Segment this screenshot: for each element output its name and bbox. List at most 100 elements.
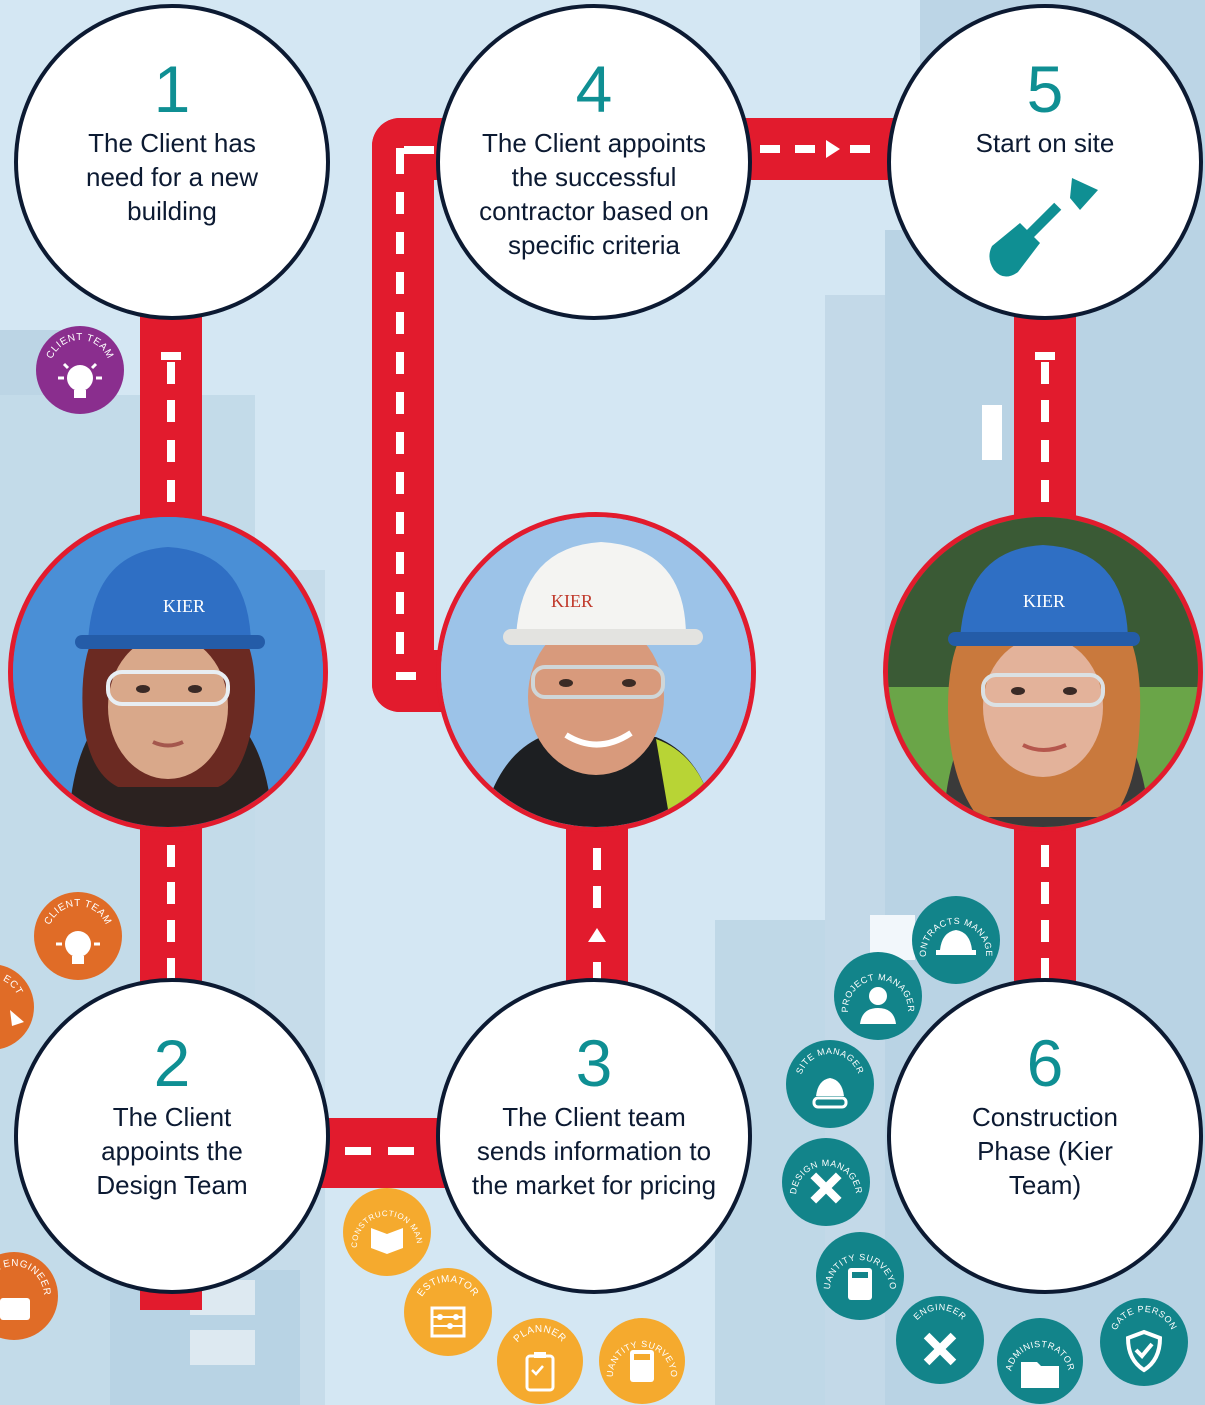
architect-badge: ECT [0,964,34,1050]
team-member-photo-1: KIER [8,512,328,832]
badge-label: CLIENT TEAM [43,898,113,927]
badge-label: CLIENT TEAM [45,332,115,361]
road-dash [760,145,780,153]
planner-badge: PLANNER [497,1318,583,1404]
lightbulb-icon [56,931,100,964]
project-manager-badge: PROJECT MANAGER [834,952,922,1040]
svg-text:CLIENT TEAM: CLIENT TEAM [45,332,116,361]
person-woman-illustration: KIER [13,517,323,827]
precon-manager-badge: PRE-CONSTRUCTION MANAGER [340,1181,431,1276]
road-dash [396,632,404,654]
road-dash [167,440,175,462]
background-window [190,1330,255,1365]
road-dash [167,920,175,942]
contracts-manager-badge: CONTRACTS MANAGER [908,888,1000,984]
step-4-circle: 4 The Client appoints the successful con… [436,4,752,320]
svg-text:ENGINEER: ENGINEER [912,1302,969,1322]
step-description: The Client appoints the successful contr… [479,128,709,260]
team-member-photo-2: KIER [436,512,756,832]
road-dash [167,882,175,904]
step-1-circle: 1 The Client has need for a new building [14,4,330,320]
helmet-logo-text: KIER [1023,591,1065,611]
site-manager-badge: SITE MANAGER [786,1040,874,1128]
step-number: 2 [153,1026,191,1100]
gate-person-badge: GATE PERSON [1100,1298,1188,1386]
svg-text:SITE MANAGER: SITE MANAGER [794,1046,866,1076]
svg-text:ECT: ECT [1,973,25,997]
road-dash [167,400,175,422]
pencil-ruler-icon [810,1172,842,1204]
road-dash [396,432,404,454]
lightbulb-icon [58,362,102,398]
road-dash [404,146,434,154]
shovel-icon [989,178,1098,277]
quantity-surveyor-badge: QUANTITY SURVEYOR [595,1310,685,1404]
hard-hat-icon [940,930,972,950]
client-team-badge: CLIENT TEAM [36,326,124,414]
step-description: Start on site [975,128,1115,158]
road-dash [1041,400,1049,422]
calculator-icon [630,1350,654,1382]
road-dash [388,1147,414,1155]
road-dash [1041,882,1049,904]
road-arrow-marker [1035,352,1055,360]
clipboard-icon [525,1352,555,1392]
badge-label: ESTIMATOR [415,1274,480,1299]
team-member-photo-3: KIER [883,512,1203,832]
badge-label: SITE MANAGER [794,1046,865,1076]
calculator-icon [848,1268,872,1300]
step-description: Construction Phase (Kier Team) [972,1102,1118,1200]
badge-label: RA ENGINEER [0,1258,52,1296]
road-dash [1041,920,1049,942]
badge-label: ENGINEER [912,1302,968,1322]
step-number: 1 [153,52,191,126]
step-2-circle: 2 The Client appoints the Design Team [14,978,330,1294]
road-dash [1041,958,1049,980]
road-dash [396,192,404,214]
step-description: The Client appoints the Design Team [96,1102,248,1200]
road-dash [593,886,601,908]
road-dash [396,592,404,614]
engineer-badge: RA ENGINEER [0,1252,58,1340]
road-dash [795,145,815,153]
person-man-illustration: KIER [441,517,751,827]
safety-helmet-icon [812,1078,848,1109]
badge-label: GATE PERSON [1109,1304,1178,1332]
step-number: 6 [1026,1026,1064,1100]
worker-icon [860,987,896,1024]
wrench-screwdriver-icon [923,1332,957,1366]
step-description: The Client has need for a new building [85,128,258,226]
step-6-circle: 6 Construction Phase (Kier Team) [887,978,1203,1294]
badge-label: PLANNER [512,1324,568,1345]
toolbox-icon [0,1298,30,1320]
road-dash [396,272,404,294]
svg-text:PLANNER: PLANNER [512,1324,568,1345]
client-team-badge: CLIENT TEAM [34,892,122,980]
administrator-badge: ADMINISTRATOR [997,1318,1083,1404]
engineer-badge: ENGINEER [896,1296,984,1384]
road-dash [396,312,404,334]
step-3-circle: 3 The Client team sends information to t… [436,978,752,1294]
step-number: 4 [575,52,613,126]
road-dash [1041,480,1049,502]
road-dash [1041,362,1049,384]
book-icon [371,1228,403,1254]
road-dash [593,848,601,870]
abacus-icon [430,1306,466,1338]
estimator-badge: ESTIMATOR [404,1268,492,1356]
helmet-logo-text: KIER [551,591,593,611]
step-number: 5 [1026,52,1064,126]
road-dash [167,958,175,980]
road-dash [396,392,404,414]
folder-icon [1021,1362,1059,1388]
road-dash [1041,440,1049,462]
road-dash [167,845,175,867]
badge-label: ECT [1,973,24,997]
road-dash [396,672,416,680]
step-description: The Client team sends information to the… [471,1102,717,1200]
step-number: 3 [575,1026,613,1100]
road-dash [850,145,870,153]
road-dash [396,352,404,374]
helmet-logo-text: KIER [163,596,205,616]
